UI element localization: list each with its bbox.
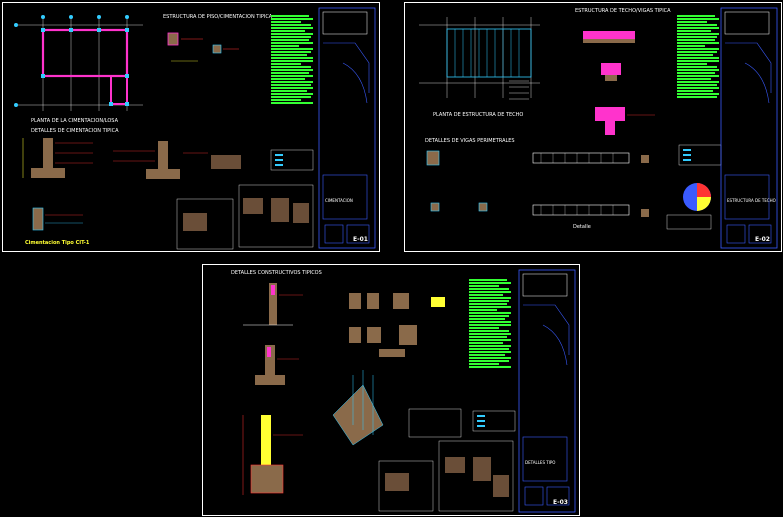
sheet-1-number: E-01 xyxy=(353,236,368,243)
sheet-3-general-notes xyxy=(469,279,511,369)
sheet-1-drawing xyxy=(14,7,376,250)
sheet-3-number: E-03 xyxy=(553,499,568,506)
sheet-1-bottom-caption: Cimentacion Tipo CIT-1 xyxy=(25,240,90,246)
sheet-1-title-block-label: CIMENTACION xyxy=(325,198,353,203)
sheet-3-drawing xyxy=(242,269,576,513)
sheet-1-plan-caption: PLANTA DE LA CIMENTACION/LOSA xyxy=(31,118,118,124)
sheet-3-title-block-label: DETALLES TIPO xyxy=(525,460,556,465)
drawing-sheet-3[interactable]: DETALLES CONSTRUCTIVOS TIPICOS DETALLES … xyxy=(202,264,580,516)
sheet-1-section-caption: DETALLES DE CIMENTACION TIPICA xyxy=(31,128,119,134)
sheet-1-general-notes xyxy=(271,15,313,105)
sheet-2-section-caption: DETALLES DE VIGAS PERIMETRALES xyxy=(425,138,515,144)
sheet-2-plan-caption: PLANTA DE ESTRUCTURA DE TECHO xyxy=(433,112,524,118)
drawing-sheet-2[interactable]: ESTRUCTURA DE TECHO/VIGAS TIPICA PLANTA … xyxy=(404,2,782,252)
sheet-2-title-block-label: ESTRUCTURA DE TECHO xyxy=(727,198,776,203)
sheet-2-general-notes xyxy=(677,15,719,99)
sheet-2-number: E-02 xyxy=(755,236,770,243)
sheet-2-drawing xyxy=(419,7,778,249)
sheet-1-title-top: ESTRUCTURA DE PISO/CIMENTACION TIPICA xyxy=(163,14,273,20)
drawing-sheet-1[interactable]: ESTRUCTURA DE PISO/CIMENTACION TIPICA PL… xyxy=(2,2,380,252)
sheet-2-bottom-caption: Detalle xyxy=(573,224,591,230)
sheet-3-title-top: DETALLES CONSTRUCTIVOS TIPICOS xyxy=(231,270,322,276)
sheet-2-title-top: ESTRUCTURA DE TECHO/VIGAS TIPICA xyxy=(575,8,671,14)
